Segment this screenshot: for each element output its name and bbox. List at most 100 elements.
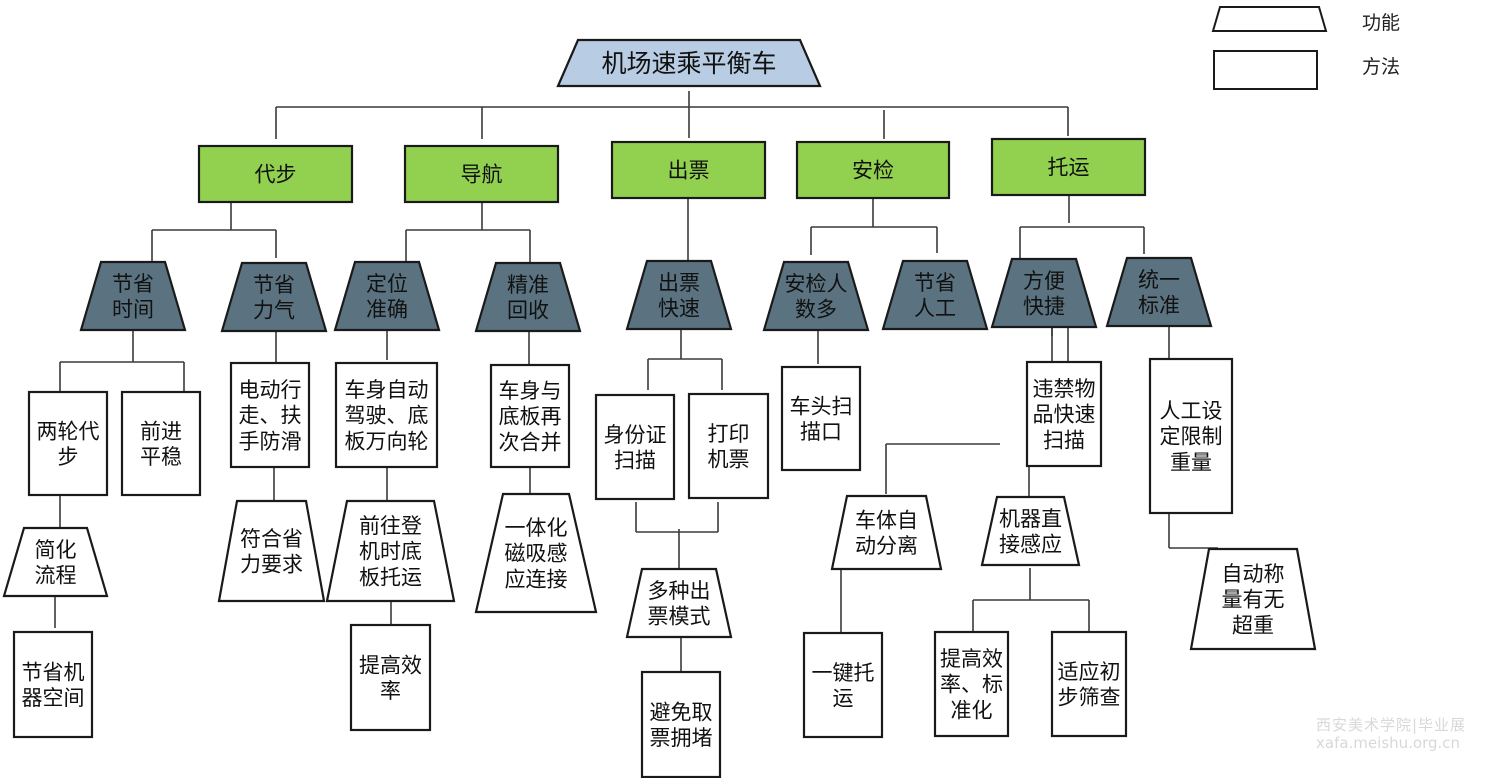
root-title-node-shape bbox=[556, 38, 822, 88]
function-jingzhunhuishou-shape bbox=[474, 261, 582, 333]
method-rengongsheding-label-line: 重量 bbox=[1170, 450, 1212, 474]
function-yitihua-label-line: 一体化 bbox=[505, 516, 568, 540]
function-zidongchengliang-label-line: 超重 bbox=[1232, 613, 1274, 637]
function-jiqizhijie-label-line: 接感应 bbox=[999, 532, 1062, 556]
method-weijinwupin-label-line: 违禁物 bbox=[1033, 377, 1096, 401]
function-jingzhunhuishou-label-line: 回收 bbox=[507, 298, 549, 322]
function-yitihua-shape bbox=[474, 492, 598, 614]
method-lianglundaibu-label-line: 步 bbox=[58, 445, 79, 469]
category-c1-shape bbox=[197, 144, 354, 204]
method-diandongxingzou-label-line: 手防滑 bbox=[239, 429, 302, 453]
function-qianwangdengji-label-line: 前往登 bbox=[359, 514, 422, 538]
function-jieshengrengong-label-line: 节省 bbox=[914, 271, 956, 295]
function-fangbiankuaijie-label-line: 方便 bbox=[1023, 269, 1065, 293]
root-title-node-label-line: 机场速乘平衡车 bbox=[601, 49, 776, 78]
function-chetizidong-label-line: 车体自 bbox=[855, 508, 918, 532]
method-yijiantuoyun-label-line: 运 bbox=[833, 686, 854, 710]
method-cheshenyudiban-label-line: 车身与 bbox=[499, 379, 562, 403]
function-jiqizhijie-label-line: 机器直 bbox=[999, 507, 1062, 531]
method-cheshenzidong-label-line: 车身自动 bbox=[345, 378, 429, 402]
method-tigaoxiaolv-biaozhun-label-line: 提高效 bbox=[940, 647, 1003, 671]
category-c5-shape bbox=[990, 137, 1147, 197]
root-title-node: 机场速乘平衡车 bbox=[556, 38, 822, 88]
category-c4-shape bbox=[795, 140, 951, 200]
function-chupiaokuaisu-shape bbox=[625, 259, 733, 331]
function-jianhualiucheng-shape bbox=[2, 526, 109, 598]
watermark-line2: xafa.meishu.org.cn bbox=[1316, 734, 1461, 752]
function-jingzhunhuishou-label-line: 精准 bbox=[507, 273, 549, 297]
function-jianhualiucheng-label-line: 简化 bbox=[35, 538, 77, 562]
method-cheshenzidong-label-line: 驾驶、底 bbox=[345, 404, 429, 428]
category-c5-label-line: 托运 bbox=[1048, 156, 1090, 180]
category-c5: 托运 bbox=[990, 137, 1147, 197]
method-weijinwupin-label-line: 扫描 bbox=[1043, 428, 1085, 452]
method-cheshenyudiban-label-line: 底板再 bbox=[499, 405, 562, 429]
category-c2-label-line: 导航 bbox=[461, 163, 503, 187]
method-tigaoxiaolv-biaozhun-shape bbox=[933, 630, 1010, 738]
method-shiyingchubu-label-line: 步筛查 bbox=[1058, 685, 1121, 709]
method-jieshengjiqi-label-line: 器空间 bbox=[22, 686, 85, 710]
function-qianwangdengji-label-line: 板托运 bbox=[359, 565, 422, 589]
function-chetizidong-shape bbox=[830, 494, 943, 571]
method-tigaoxiaolv-biaozhun-label-line: 率、标 bbox=[940, 673, 1003, 697]
legend-trapezoid-icon bbox=[1211, 6, 1328, 32]
method-shenfenzheng-label-line: 扫描 bbox=[614, 448, 656, 472]
function-fangbiankuaijie-shape bbox=[990, 257, 1098, 329]
function-tongyibiaozhun-label-line: 统一 bbox=[1138, 268, 1180, 292]
category-c1: 代步 bbox=[197, 144, 354, 204]
function-qianwangdengji-shape bbox=[325, 499, 456, 603]
function-jiqizhijie-shape bbox=[980, 495, 1081, 567]
method-rengongsheding-label-line: 定限制 bbox=[1160, 425, 1223, 449]
function-jianhualiucheng-label-line: 流程 bbox=[35, 563, 77, 587]
method-jieshengjiqi-shape bbox=[12, 630, 94, 739]
function-zidongchengliang-shape bbox=[1189, 547, 1317, 651]
function-anjianrenshuduo-shape bbox=[762, 260, 870, 332]
function-jieshengrengong-shape bbox=[881, 259, 989, 331]
legend-shapes bbox=[1211, 6, 1328, 90]
function-jieshengshijian-label-line: 节省 bbox=[112, 272, 154, 296]
function-anjianrenshuduo-label-line: 安检人 bbox=[785, 272, 848, 296]
method-qianjinpingwen-shape bbox=[120, 390, 202, 497]
method-cheshenyudiban-shape bbox=[489, 363, 571, 469]
method-weijinwupin-label-line: 品快速 bbox=[1033, 403, 1096, 427]
connector-lines bbox=[54, 91, 1218, 672]
method-dayinjipiao-label-line: 机票 bbox=[708, 447, 750, 471]
category-c3-label-line: 出票 bbox=[668, 159, 710, 183]
function-chetizidong-label-line: 动分离 bbox=[855, 534, 918, 558]
method-weijinwupin-shape bbox=[1025, 360, 1103, 468]
function-chupiaokuaisu-label-line: 出票 bbox=[658, 271, 700, 295]
legend-label-function: 功能 bbox=[1362, 12, 1401, 34]
function-dingweizhunque-label-line: 准确 bbox=[366, 297, 408, 321]
function-duozhongchupiao-shape bbox=[625, 567, 733, 639]
function-fuheshengli-label-line: 符合省 bbox=[240, 527, 303, 551]
method-shenfenzheng-shape bbox=[594, 393, 676, 501]
function-qianwangdengji-label-line: 机时底 bbox=[359, 540, 422, 564]
method-bimianqupiao-label-line: 票拥堵 bbox=[650, 726, 713, 750]
watermark: 西安美术学院|毕业展 xafa.meishu.org.cn bbox=[1316, 716, 1466, 752]
diagram-nodes: 机场速乘平衡车代步导航出票安检托运节省时间节省力气定位准确精准回收出票快速安检人… bbox=[2, 38, 1317, 778]
method-diandongxingzou-label-line: 电动行 bbox=[239, 378, 302, 402]
function-jieshengshijian-label-line: 时间 bbox=[112, 297, 154, 321]
function-jieshengshijian-shape bbox=[79, 260, 187, 332]
method-rengongsheding-shape bbox=[1148, 357, 1234, 515]
